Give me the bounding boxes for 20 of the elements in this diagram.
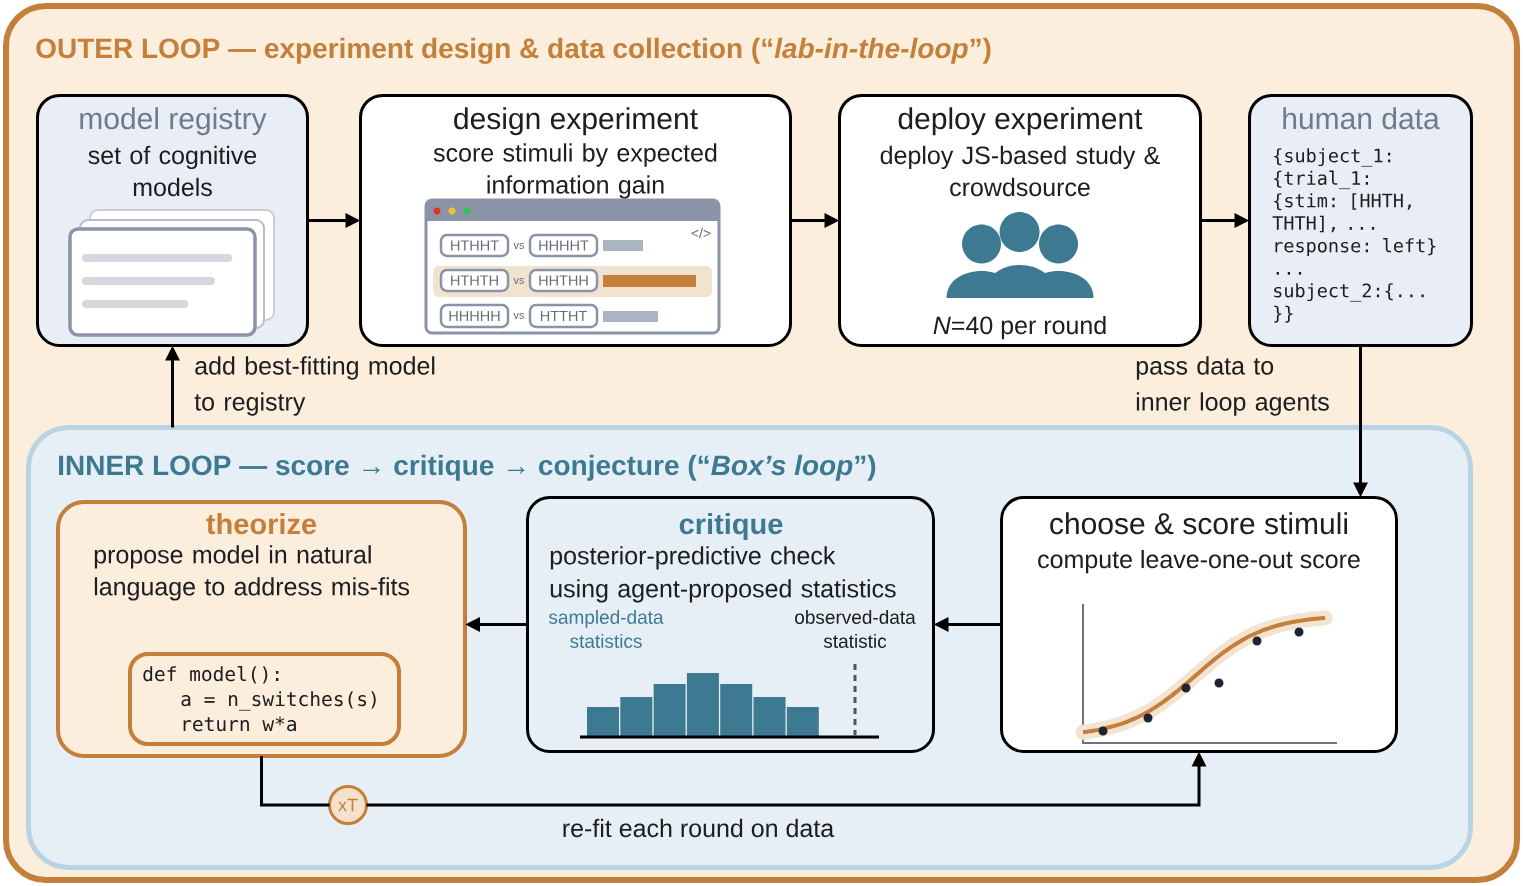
data-box: human data {subject_1: {trial_1: {stim: [HHTH, THTH], ... response: left} ... subject_2:{... }} <box>1248 94 1473 347</box>
versus-text: vs <box>513 278 525 284</box>
versus-text: vs <box>513 313 525 319</box>
sequence-pill: HTHTH <box>439 268 510 293</box>
sequence-pill: HTTHT <box>528 303 599 329</box>
versus-text: vs <box>513 243 525 249</box>
edge-label: pass data to inner loop agents <box>1136 356 1329 416</box>
edge-label: re-fit each round on data <box>563 818 835 838</box>
connector-line <box>260 756 330 807</box>
code-box: def model(): a = n_switches(s) return w*a <box>128 652 401 746</box>
chart-annotation: sampled-data statistics <box>549 610 664 648</box>
sequence-pill: HHTHH <box>528 268 599 293</box>
process-box: deploy experiment deploy JS-based study & crowdsource N=40 per round <box>838 94 1202 347</box>
chart-annotation: observed-data statistic <box>795 610 916 648</box>
process-box: choose & score stimuli compute leave-one-out score <box>1000 496 1398 753</box>
edge-label: add best-fitting model to registry <box>194 356 435 416</box>
sequence-pill: HHHHT <box>528 233 599 258</box>
sequence-pill: HTHHT <box>439 233 510 258</box>
sequence-pill: HHHHH <box>439 303 510 329</box>
code-symbol: </> <box>691 227 711 239</box>
